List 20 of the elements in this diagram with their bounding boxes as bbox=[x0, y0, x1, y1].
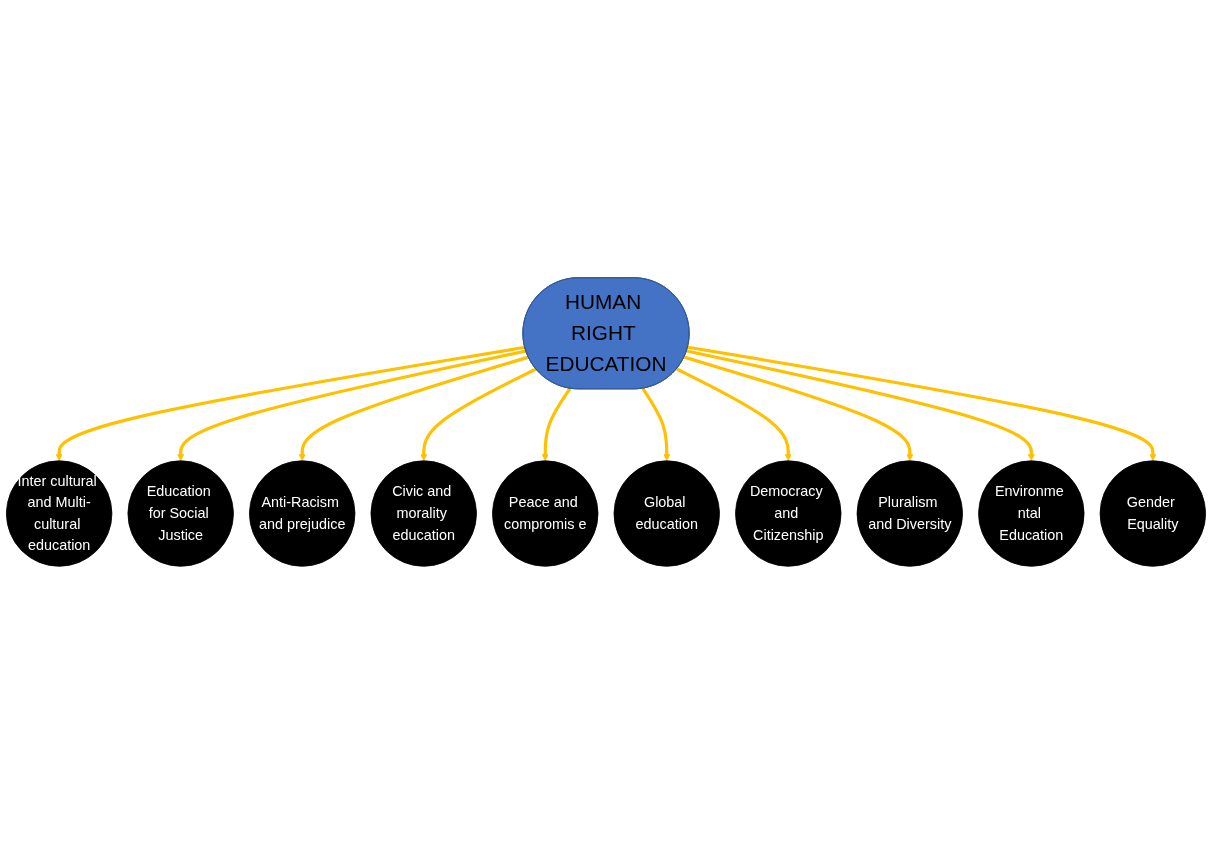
node-circle: Anti-Racism and prejudice bbox=[249, 460, 356, 567]
node-circle: Democracy and Citizenship bbox=[735, 460, 842, 567]
node-circle: Peace and compromis e bbox=[492, 460, 599, 567]
arrow bbox=[298, 355, 529, 462]
arrow bbox=[686, 349, 1035, 462]
arrow bbox=[177, 349, 527, 462]
arrow bbox=[420, 367, 537, 462]
node-circle: Pluralism and Diversity bbox=[856, 460, 963, 567]
arrow bbox=[683, 355, 914, 462]
arrow bbox=[676, 367, 792, 462]
node-circle: Civic and morality education bbox=[370, 460, 477, 567]
node-circle: Education for Social Justice bbox=[127, 460, 234, 567]
arrow bbox=[541, 387, 572, 462]
node-circle: Environme ntal Education bbox=[978, 460, 1085, 567]
arrow bbox=[55, 345, 526, 462]
node-circle: Inter cultural and Multi-cultural education bbox=[6, 460, 113, 567]
node-circle: Global education bbox=[613, 460, 720, 567]
node-circle: Gender Equality bbox=[1099, 460, 1206, 567]
arrow bbox=[687, 345, 1157, 462]
arrow bbox=[641, 387, 671, 462]
